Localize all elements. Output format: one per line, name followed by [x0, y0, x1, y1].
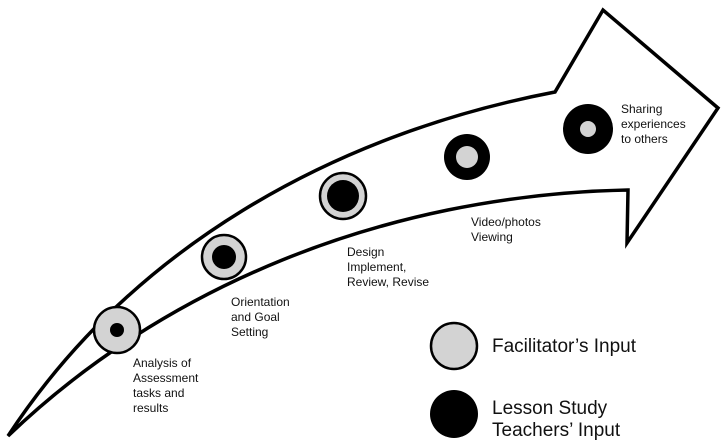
- step-marker-2: [200, 233, 248, 281]
- step-marker-3: [318, 171, 368, 221]
- step-marker-1: [92, 305, 142, 355]
- legend-teachers-swatch: [430, 390, 478, 438]
- step-marker-5: [563, 104, 613, 154]
- process-arrow: [6, 7, 721, 438]
- legend-teachers-label: Lesson Study Teachers’ Input: [492, 398, 621, 441]
- legend-facilitator-swatch: [429, 321, 479, 371]
- legend-facilitator-label: Facilitator’s Input: [492, 336, 637, 357]
- step-label-5: Sharing experiences to others: [621, 102, 689, 146]
- step-label-2: Orientation and Goal Setting: [231, 295, 293, 339]
- step-label-1: Analysis of Assessment tasks and results: [133, 356, 202, 415]
- step-label-3: Design Implement, Review, Revise: [347, 245, 429, 289]
- step-label-4: Video/photos Viewing: [471, 215, 544, 244]
- legend: Facilitator’s Input Lesson Study Teacher…: [429, 321, 637, 441]
- step-marker-4: [444, 134, 490, 180]
